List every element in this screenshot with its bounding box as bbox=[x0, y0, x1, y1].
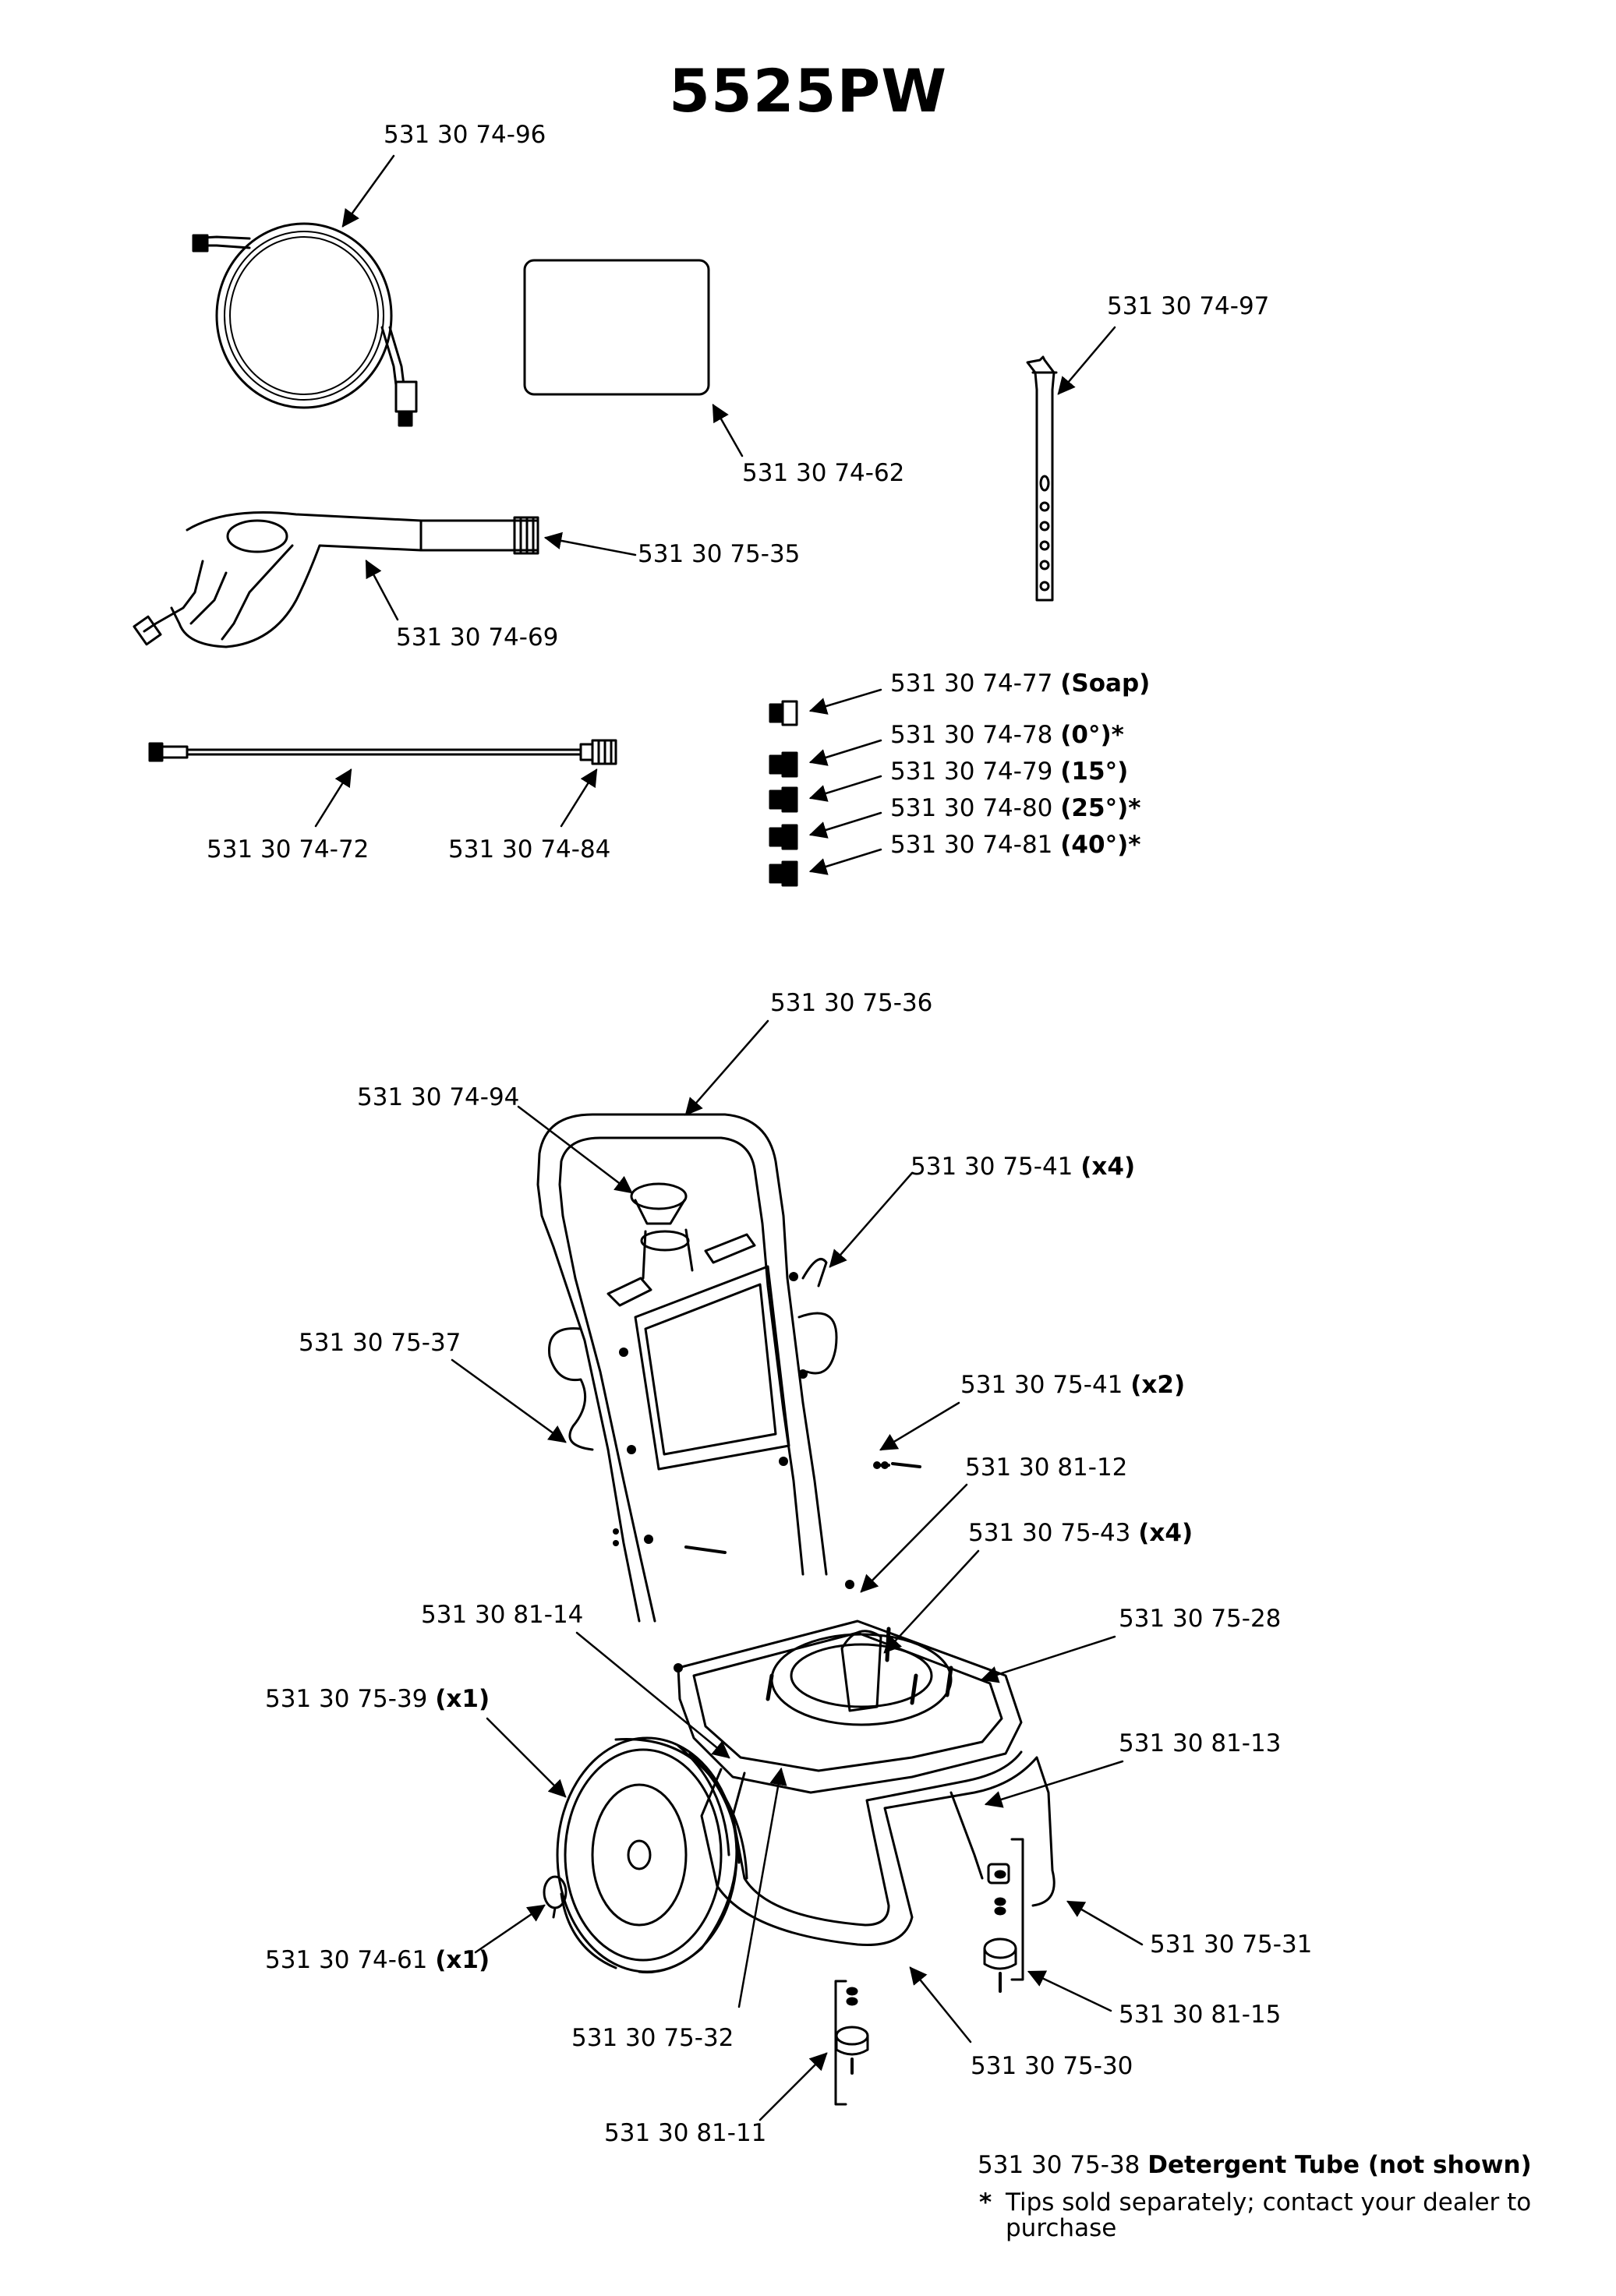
part-label: 531 30 75-28 bbox=[1119, 1607, 1281, 1631]
part-number: 531 30 75-39 bbox=[265, 1685, 428, 1713]
asterisk-marker: * bbox=[979, 2188, 992, 2217]
part-label: 531 30 74-78 (0°)* bbox=[890, 723, 1124, 747]
part-label: 531 30 81-13 bbox=[1119, 1732, 1281, 1756]
part-label: 531 30 81-11 bbox=[604, 2121, 766, 2146]
part-number: 531 30 74-69 bbox=[396, 623, 559, 652]
part-label: 531 30 74-94 bbox=[357, 1086, 519, 1110]
detergent-description: Detergent Tube (not shown) bbox=[1147, 2151, 1532, 2179]
part-number: 531 30 75-30 bbox=[971, 2052, 1133, 2080]
part-label: 531 30 75-39 (x1) bbox=[265, 1687, 490, 1711]
part-qualifier: (40°)* bbox=[1060, 831, 1141, 859]
part-label: 531 30 74-69 bbox=[396, 626, 558, 650]
detergent-tube-note: 531 30 75-38 Detergent Tube (not shown) bbox=[978, 2153, 1532, 2178]
part-label: 531 30 75-32 bbox=[571, 2026, 734, 2051]
part-number: 531 30 75-32 bbox=[571, 2024, 734, 2052]
part-qualifier: (15°) bbox=[1060, 758, 1129, 786]
part-label: 531 30 74-72 bbox=[207, 838, 369, 862]
hose-coil-drawing bbox=[192, 222, 418, 427]
part-label: 531 30 75-41 (x2) bbox=[960, 1373, 1185, 1397]
part-number: 531 30 75-36 bbox=[770, 989, 933, 1017]
cart-frame-drawing bbox=[536, 1113, 1056, 2106]
part-label: 531 30 81-12 bbox=[965, 1456, 1127, 1480]
part-number: 531 30 75-41 bbox=[960, 1371, 1123, 1399]
part-label: 531 30 74-61 (x1) bbox=[265, 1948, 490, 1973]
part-number: 531 30 74-78 bbox=[890, 721, 1053, 749]
part-number: 531 30 74-62 bbox=[742, 459, 905, 487]
part-number: 531 30 81-15 bbox=[1119, 2001, 1282, 2029]
leader-lines bbox=[314, 154, 1144, 2121]
nozzle-tips-drawing bbox=[769, 700, 798, 887]
part-qualifier: (x2) bbox=[1130, 1371, 1186, 1399]
detergent-part-number: 531 30 75-38 bbox=[978, 2151, 1140, 2179]
part-qualifier: (0°)* bbox=[1060, 721, 1124, 749]
manual-drawing bbox=[523, 259, 710, 396]
part-label: 531 30 75-31 bbox=[1150, 1933, 1312, 1957]
part-label: 531 30 74-97 bbox=[1107, 295, 1269, 319]
tips-note: Tips sold separately; contact your deale… bbox=[1006, 2188, 1532, 2242]
part-qualifier: (x4) bbox=[1080, 1153, 1136, 1181]
part-number: 531 30 74-77 bbox=[890, 669, 1053, 698]
part-label: 531 30 74-80 (25°)* bbox=[890, 797, 1140, 821]
part-qualifier: (x4) bbox=[1138, 1519, 1193, 1547]
part-label: 531 30 75-30 bbox=[971, 2054, 1133, 2079]
part-label: 531 30 75-36 bbox=[770, 991, 932, 1016]
part-number: 531 30 81-12 bbox=[965, 1454, 1128, 1482]
part-number: 531 30 75-43 bbox=[968, 1519, 1131, 1547]
part-number: 531 30 75-41 bbox=[911, 1153, 1073, 1181]
part-label: 531 30 75-41 (x4) bbox=[911, 1155, 1135, 1179]
part-number: 531 30 74-80 bbox=[890, 794, 1053, 822]
part-number: 531 30 74-97 bbox=[1107, 292, 1270, 320]
part-qualifier: (x1) bbox=[435, 1946, 490, 1974]
part-number: 531 30 75-37 bbox=[299, 1329, 461, 1357]
part-label: 531 30 74-79 (15°) bbox=[890, 760, 1128, 784]
suction-tube-drawing bbox=[1026, 355, 1058, 602]
part-number: 531 30 75-28 bbox=[1119, 1605, 1282, 1633]
part-number: 531 30 74-96 bbox=[384, 121, 546, 149]
part-label: 531 30 74-62 bbox=[742, 461, 904, 486]
part-label: 531 30 75-35 bbox=[638, 542, 800, 567]
part-number: 531 30 74-72 bbox=[207, 835, 370, 864]
part-label: 531 30 74-96 bbox=[384, 123, 546, 147]
part-qualifier: (x1) bbox=[435, 1685, 490, 1713]
spray-gun-drawing bbox=[133, 511, 539, 648]
part-number: 531 30 81-14 bbox=[421, 1601, 584, 1629]
part-label: 531 30 81-14 bbox=[421, 1603, 583, 1627]
part-number: 531 30 74-81 bbox=[890, 831, 1053, 859]
part-label: 531 30 74-77 (Soap) bbox=[890, 672, 1150, 696]
part-qualifier: (Soap) bbox=[1060, 669, 1151, 698]
part-number: 531 30 74-61 bbox=[265, 1946, 428, 1974]
wheel-drawing bbox=[556, 1736, 748, 1974]
part-label: 531 30 81-15 bbox=[1119, 2003, 1281, 2027]
part-number: 531 30 81-11 bbox=[604, 2119, 767, 2147]
part-label: 531 30 75-43 (x4) bbox=[968, 1521, 1193, 1545]
spray-wand-drawing bbox=[148, 739, 617, 765]
part-number: 531 30 75-31 bbox=[1150, 1930, 1313, 1959]
page-title: 5525PW bbox=[668, 56, 948, 125]
part-number: 531 30 81-13 bbox=[1119, 1729, 1282, 1757]
part-number: 531 30 75-35 bbox=[638, 540, 801, 568]
part-number: 531 30 74-79 bbox=[890, 758, 1053, 786]
hubcap-drawing bbox=[543, 1875, 568, 1919]
part-number: 531 30 74-84 bbox=[448, 835, 611, 864]
part-label: 531 30 75-37 bbox=[299, 1331, 461, 1355]
part-label: 531 30 74-81 (40°)* bbox=[890, 833, 1140, 857]
part-qualifier: (25°)* bbox=[1060, 794, 1141, 822]
part-label: 531 30 74-84 bbox=[448, 838, 610, 862]
part-number: 531 30 74-94 bbox=[357, 1083, 520, 1111]
